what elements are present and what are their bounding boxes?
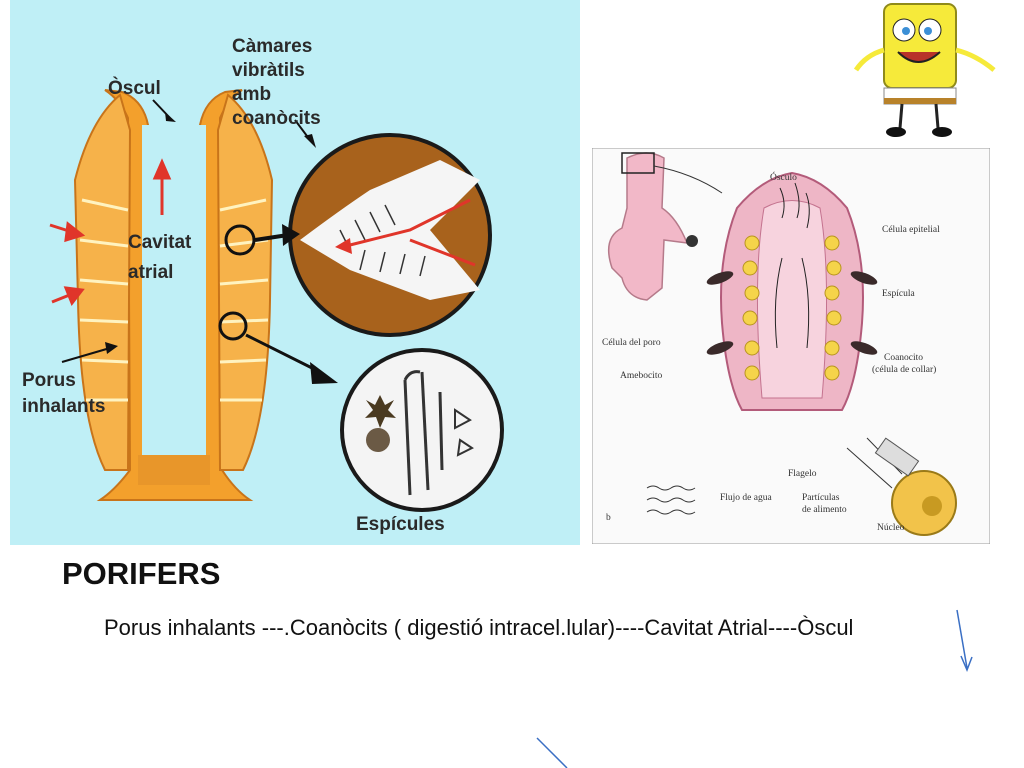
choanocyte-chamber-magnifier [288,133,492,337]
label-chambers-3: amb [232,84,271,105]
label-chambers-1: Càmares [232,36,312,57]
label-oscul: Òscul [108,77,161,99]
spicules-magnifier [340,348,504,512]
label-particulas-1: Partículas [802,493,840,503]
pointer-arrowhead [282,224,300,246]
choanocyte-zoom [846,437,957,536]
label-nucleo: Núcleo [877,523,905,533]
ink-stroke [536,737,568,768]
label-cavity-2: atrial [128,262,173,283]
label-pores-2: inhalants [22,396,105,417]
magnifier-source-ring [224,224,256,256]
sponge-body-section [706,171,878,411]
water-flow-lines [646,485,696,515]
panel-letter: b [606,513,611,523]
ink-arrow-stroke [956,609,968,669]
slide-title: PORIFERS [62,556,221,591]
sponge-anatomy-diagram: Ósculo Célula epitelial Espícula Célula … [592,148,990,544]
label-pores-1: Porus [22,370,76,391]
label-cavity-1: Cavitat [128,232,192,253]
label-espicula: Espícula [882,289,915,299]
label-particulas-2: de alimento [802,505,847,515]
label-celula-epitelial: Célula epitelial [882,225,940,235]
slide-body-text: Porus inhalants ---.Coanòcits ( digestió… [104,615,854,640]
sponge-body [73,89,274,501]
label-chambers-4: coanòcits [232,108,321,129]
water-flow-arrows [49,158,172,307]
label-coanocito: Coanocito [884,353,923,363]
cartoon-sponge-illustration [853,3,996,137]
label-flagelo: Flagelo [788,469,817,479]
label-chambers-2: vibràtils [232,60,305,81]
label-celula-del-poro: Célula del poro [602,338,661,348]
label-coanocito-sub: (célula de collar) [872,364,936,375]
pointer-line [254,233,289,242]
spicule-source-ring [218,311,248,341]
label-amebocito: Amebocito [620,371,662,381]
label-osculo: Ósculo [770,171,797,183]
colonial-sponge [607,152,723,301]
label-flujo: Flujo de agua [720,493,772,503]
ink-arrow-head [960,655,973,672]
sponge-cross-section-diagram: Òscul Càmares vibràtils amb coanòcits Ca… [10,0,580,545]
label-spicules: Espícules [356,514,445,535]
